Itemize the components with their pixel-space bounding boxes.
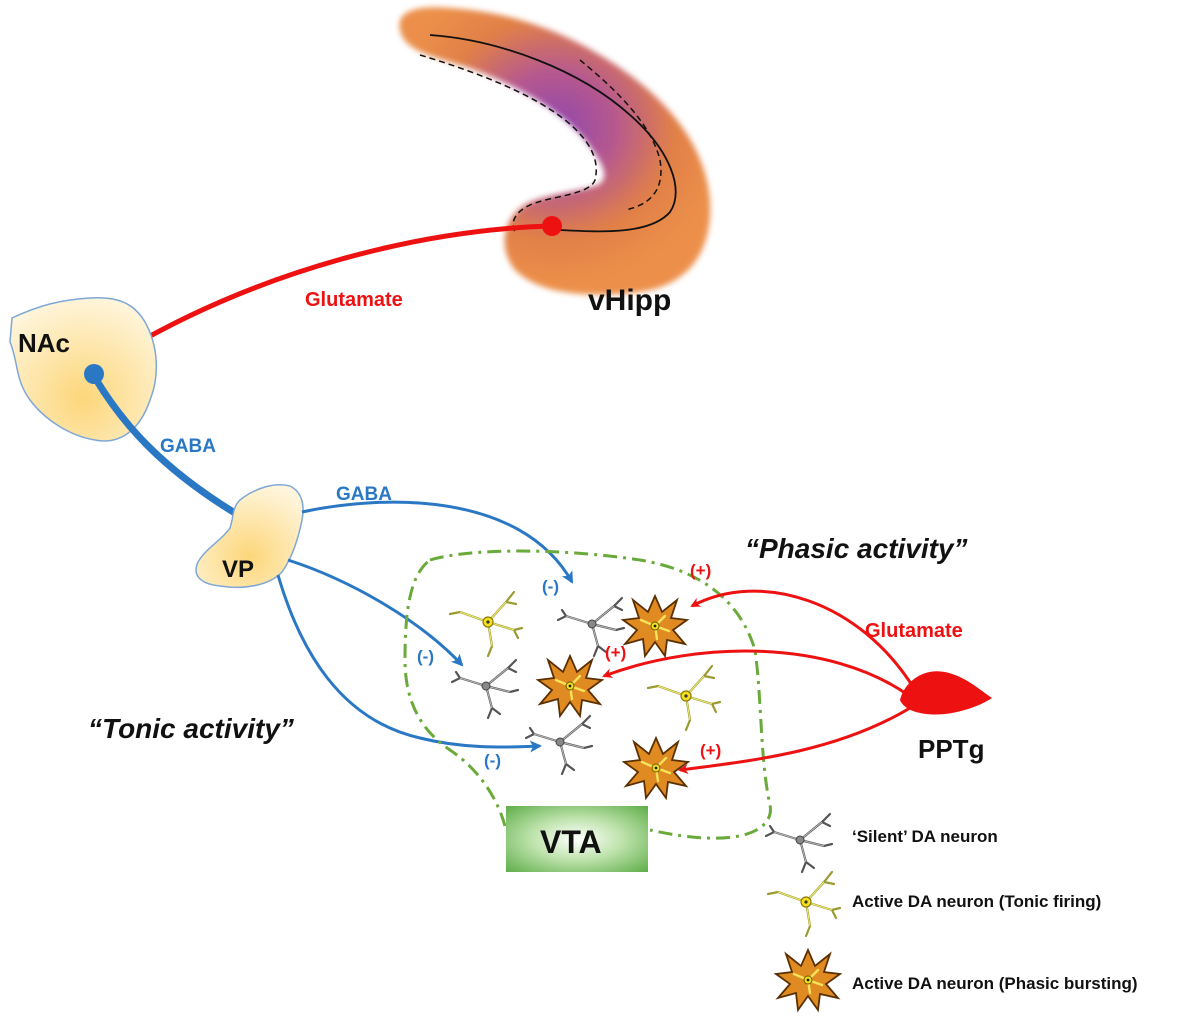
nac-to-vp-projection [90,374,254,526]
nac-label: NAc [18,328,70,358]
legend-tonic-label: Active DA neuron (Tonic firing) [852,892,1101,911]
tonic-activity-label: “Tonic activity” [88,713,294,744]
hippocampus-terminal [542,216,562,236]
glutamate-label-vhipp: Glutamate [305,289,403,311]
hippocampus-shape [399,7,711,295]
inhibitory-sign-1: (-) [542,577,559,596]
inhibitory-sign-2: (-) [417,647,434,666]
vp-region [195,484,304,589]
silent-neuron [450,658,520,720]
tonic-neuron [448,590,524,658]
excitatory-sign-3: (+) [700,741,721,760]
inhibitory-sign-3: (-) [484,751,501,770]
phasic-neuron [621,594,689,658]
phasic-neuron [536,654,604,718]
legend-phasic-label: Active DA neuron (Phasic bursting) [852,974,1138,993]
vta-box [506,806,648,872]
excitatory-sign-2: (+) [605,643,626,662]
pptg-region [900,671,992,715]
pptg-to-vta-projection-2 [602,649,909,697]
gaba-label-vp: GABA [336,484,392,505]
phasic-activity-label: “Phasic activity” [745,533,968,564]
vp-label: VP [222,556,254,583]
vp-to-vta-projection-3 [276,574,542,753]
pptg-to-vta-projection-3 [678,706,911,774]
glutamate-label-pptg: Glutamate [865,620,963,642]
legend-phasic-icon [774,948,842,1012]
vp-to-vta-projection-2 [287,558,464,667]
vhipp-to-nac-projection [118,223,551,355]
gaba-label-nac: GABA [160,436,216,457]
nac-region [9,296,158,442]
vp-to-vta-projection-1 [301,500,574,584]
pptg-to-vta-projection-1 [690,589,917,691]
vta-outline [403,549,772,840]
tonic-neuron [646,664,722,732]
legend-silent-icon [764,812,834,874]
legend-tonic-icon [766,870,842,938]
vta-label: VTA [540,824,602,860]
excitatory-sign-1: (+) [690,561,711,580]
phasic-neuron [622,736,690,800]
vhipp-label: vHipp [588,284,671,317]
pptg-label: PPTg [918,734,984,764]
legend-silent-label: ‘Silent’ DA neuron [852,827,998,846]
